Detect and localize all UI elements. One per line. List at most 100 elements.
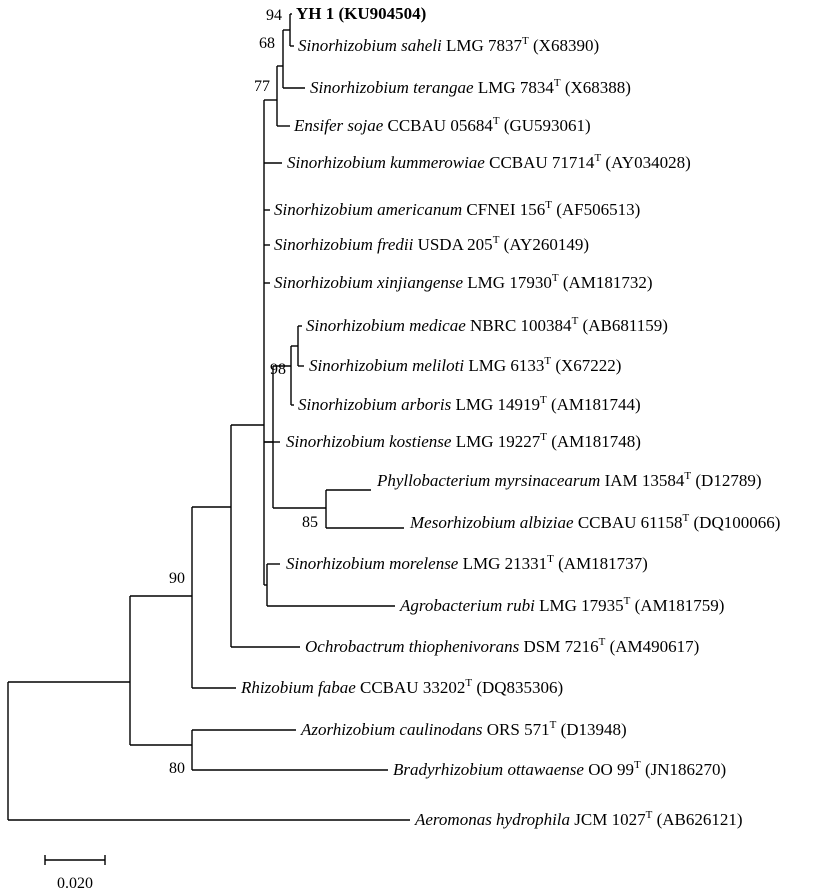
- type-strain-mark: T: [540, 431, 547, 443]
- taxon-accession: (AY034028): [605, 153, 690, 172]
- taxon-accession: (GU593061): [504, 116, 591, 135]
- taxon-accession: (AM181737): [558, 554, 648, 573]
- taxon-name: Bradyrhizobium ottawaense: [393, 760, 584, 779]
- scale-bar: 0.020: [44, 855, 106, 892]
- bootstrap-68: 68: [259, 35, 275, 52]
- type-strain-mark: T: [540, 394, 547, 406]
- taxon-strain: LMG 6133: [468, 356, 544, 375]
- taxon-strain: LMG 17930: [467, 273, 552, 292]
- taxon-accession: (AM181744): [551, 395, 641, 414]
- taxon-accession: (AM181748): [551, 432, 641, 451]
- taxon-strain: CCBAU 05684: [388, 116, 494, 135]
- taxon-accession: (D13948): [561, 720, 627, 739]
- type-strain-mark: T: [684, 470, 691, 482]
- type-strain-mark: T: [552, 272, 559, 284]
- taxon-label-bradyrhizobium: Bradyrhizobium ottawaense OO 99T (JN1862…: [393, 759, 726, 779]
- taxon-strain: LMG 7834: [478, 78, 555, 97]
- taxon-label-aeromonas: Aeromonas hydrophila JCM 1027T (AB626121…: [414, 809, 743, 829]
- taxon-name: Sinorhizobium kummerowiae: [287, 153, 485, 172]
- taxon-strain: ORS 571: [487, 720, 550, 739]
- taxon-name: Rhizobium fabae: [240, 678, 356, 697]
- taxon-strain: LMG 14919: [455, 395, 540, 414]
- taxon-label-terangae: Sinorhizobium terangae LMG 7834T (X68388…: [310, 77, 631, 97]
- type-strain-mark: T: [634, 759, 641, 771]
- taxon-accession: (X68388): [565, 78, 631, 97]
- taxon-name: Sinorhizobium kostiense: [286, 432, 452, 451]
- type-strain-mark: T: [544, 355, 551, 367]
- taxon-name: Sinorhizobium medicae: [306, 316, 466, 335]
- taxon-name: Azorhizobium caulinodans: [300, 720, 483, 739]
- type-strain-mark: T: [594, 152, 601, 164]
- type-strain-mark: T: [550, 719, 557, 731]
- taxon-name: Phyllobacterium myrsinacearum: [376, 471, 600, 490]
- type-strain-mark: T: [683, 512, 690, 524]
- taxon-accession: (JN186270): [645, 760, 726, 779]
- taxon-name: Sinorhizobium fredii: [274, 235, 414, 254]
- tree-branches: [7, 13, 410, 821]
- bootstrap-77: 77: [254, 78, 270, 95]
- type-strain-mark: T: [493, 234, 500, 246]
- type-strain-mark: T: [522, 35, 529, 47]
- taxon-name: Aeromonas hydrophila: [414, 810, 570, 829]
- taxon-label-mesorhizobium: Mesorhizobium albiziae CCBAU 61158T (DQ1…: [409, 512, 780, 532]
- taxon-label-ochrobactrum: Ochrobactrum thiophenivorans DSM 7216T (…: [305, 636, 699, 656]
- taxon-name: Sinorhizobium americanum: [274, 200, 462, 219]
- type-strain-mark: T: [545, 199, 552, 211]
- taxon-accession: (AY260149): [504, 235, 589, 254]
- taxon-strain: IAM 13584: [605, 471, 685, 490]
- type-strain-mark: T: [572, 315, 579, 327]
- bootstrap-80: 80: [169, 760, 185, 777]
- taxon-accession: (D12789): [695, 471, 761, 490]
- taxon-name: Sinorhizobium saheli: [298, 36, 442, 55]
- taxon-strain: CCBAU 33202: [360, 678, 465, 697]
- taxon-label-americanum: Sinorhizobium americanum CFNEI 156T (AF5…: [274, 199, 640, 219]
- taxon-label-arboris: Sinorhizobium arboris LMG 14919T (AM1817…: [298, 394, 641, 414]
- bootstrap-94: 94: [266, 7, 282, 24]
- taxon-strain: LMG 19227: [456, 432, 541, 451]
- taxon-strain: CFNEI 156: [466, 200, 545, 219]
- taxon-accession: (AB681159): [583, 316, 668, 335]
- taxon-accession: (DQ835306): [476, 678, 563, 697]
- taxon-accession: (AB626121): [657, 810, 743, 829]
- taxon-name: Mesorhizobium albiziae: [409, 513, 574, 532]
- taxon-strain: DSM 7216: [523, 637, 598, 656]
- taxon-accession: (X67222): [555, 356, 621, 375]
- taxon-label-meliloti: Sinorhizobium meliloti LMG 6133T (X67222…: [309, 355, 621, 375]
- taxon-accession: (X68390): [533, 36, 599, 55]
- taxon-name: Sinorhizobium terangae: [310, 78, 474, 97]
- taxon-label-phyllobacterium: Phyllobacterium myrsinacearum IAM 13584T…: [376, 470, 761, 490]
- taxon-name: Ochrobactrum thiophenivorans: [305, 637, 520, 656]
- taxon-label-kummerowiae: Sinorhizobium kummerowiae CCBAU 71714T (…: [287, 152, 691, 172]
- taxon-label-ensifer: Ensifer sojae CCBAU 05684T (GU593061): [293, 115, 591, 135]
- type-strain-mark: T: [465, 677, 472, 689]
- taxon-name: Agrobacterium rubi: [399, 596, 535, 615]
- taxon-strain: LMG 21331: [463, 554, 548, 573]
- taxon-name: YH 1 (KU904504): [296, 4, 426, 23]
- taxon-label-medicae: Sinorhizobium medicae NBRC 100384T (AB68…: [306, 315, 668, 335]
- taxon-name: Sinorhizobium arboris: [298, 395, 452, 414]
- type-strain-mark: T: [624, 595, 631, 607]
- taxon-label-azorhizobium: Azorhizobium caulinodans ORS 571T (D1394…: [300, 719, 627, 739]
- taxon-strain: CCBAU 61158: [578, 513, 683, 532]
- taxon-label-saheli: Sinorhizobium saheli LMG 7837T (X68390): [298, 35, 599, 55]
- taxon-label-fredii: Sinorhizobium fredii USDA 205T (AY260149…: [274, 234, 589, 254]
- taxon-accession: (AF506513): [556, 200, 640, 219]
- taxon-label-xinjiangense: Sinorhizobium xinjiangense LMG 17930T (A…: [274, 272, 653, 292]
- scale-bar-label: 0.020: [57, 875, 93, 892]
- taxon-strain: USDA 205: [418, 235, 493, 254]
- taxon-label-morelense: Sinorhizobium morelense LMG 21331T (AM18…: [286, 553, 648, 573]
- taxon-name: Sinorhizobium meliloti: [309, 356, 464, 375]
- taxon-name: Sinorhizobium xinjiangense: [274, 273, 463, 292]
- taxon-accession: (AM181732): [563, 273, 653, 292]
- bootstrap-98: 98: [270, 361, 286, 378]
- taxon-strain: OO 99: [588, 760, 634, 779]
- type-strain-mark: T: [599, 636, 606, 648]
- taxon-labels: YH 1 (KU904504) Sinorhizobium saheli LMG…: [240, 4, 780, 829]
- bootstrap-85: 85: [302, 514, 318, 531]
- type-strain-mark: T: [493, 115, 500, 127]
- taxon-strain: LMG 17935: [539, 596, 624, 615]
- taxon-label-yh1: YH 1 (KU904504): [296, 4, 426, 23]
- taxon-accession: (AM181759): [635, 596, 725, 615]
- taxon-name: Sinorhizobium morelense: [286, 554, 459, 573]
